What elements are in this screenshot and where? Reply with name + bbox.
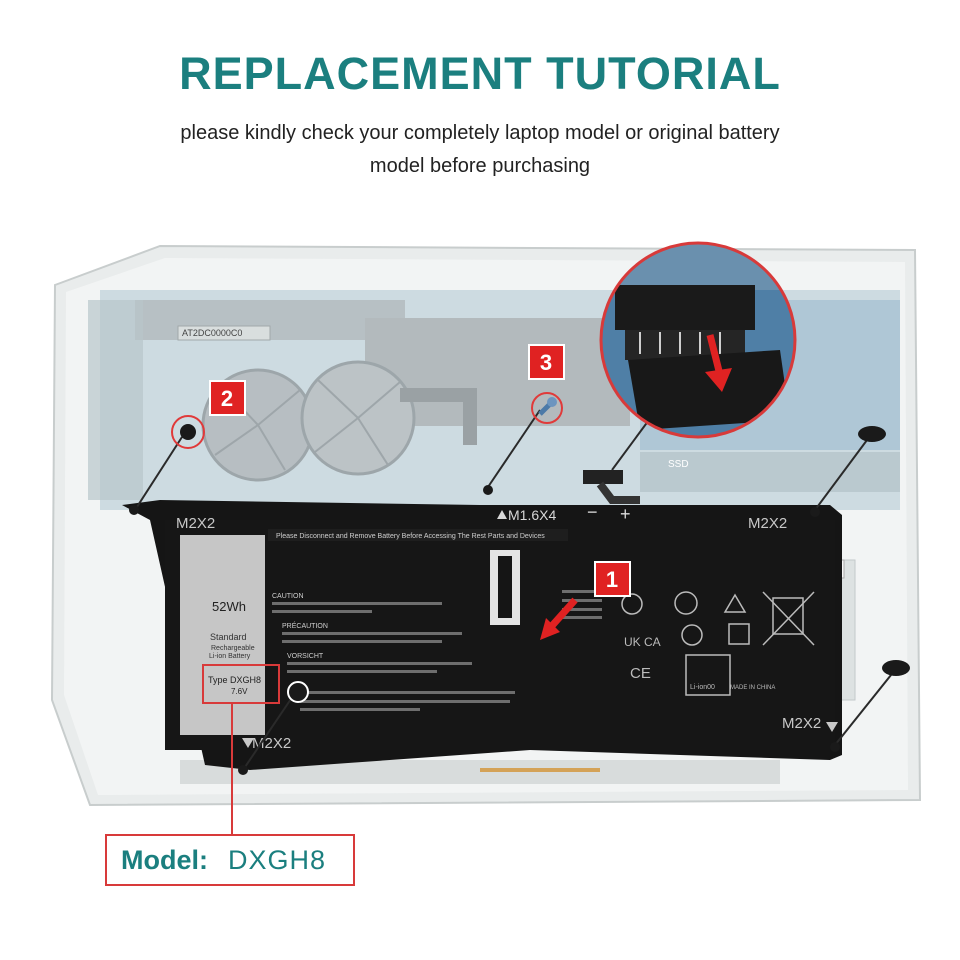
- step-number-3: 3: [540, 350, 552, 375]
- step-number-1: 1: [606, 567, 618, 592]
- ukca-mark: UK CA: [624, 635, 661, 649]
- battery-capacity: 52Wh: [212, 599, 246, 614]
- screw-icon: [180, 424, 196, 440]
- down-arrow-icon: [826, 722, 838, 732]
- ssd-label: SSD: [668, 459, 689, 470]
- arrow-icon: [540, 618, 560, 640]
- battery-type-line2: Rechargeable: [211, 645, 255, 652]
- step-number-2: 2: [221, 386, 233, 411]
- screw-icons: [129, 392, 910, 775]
- battery-connector: [583, 470, 640, 504]
- polarity-plus: +: [620, 504, 631, 524]
- precaution-title: PRÉCAUTION: [282, 621, 328, 630]
- screw-icon: [858, 426, 886, 442]
- board-sticker: AT2DC0000C0: [182, 328, 242, 338]
- screw-icon: [547, 397, 557, 407]
- subtitle-line-1: please kindly check your completely lapt…: [180, 122, 780, 144]
- step-badge-1: [594, 561, 631, 597]
- step-badge-2: [209, 380, 246, 416]
- screw-icon: [287, 681, 309, 703]
- screw-label-top-right: M2X2: [748, 515, 787, 532]
- down-arrow-icon: [242, 738, 254, 748]
- battery-voltage: 7.6V: [231, 687, 248, 696]
- battery-model-type: Type DXGH8: [208, 675, 261, 685]
- screw-label-top-left: M2X2: [176, 515, 215, 532]
- battery-type-line1: Standard: [210, 632, 247, 642]
- model-value: DXGH8: [228, 844, 327, 875]
- polarity-minus: −: [587, 502, 598, 522]
- vorsicht-title: VORSICHT: [287, 653, 324, 660]
- pull-direction-arrow: [547, 597, 578, 631]
- step-badge-3: [528, 344, 565, 380]
- connector-zoom-callout: [599, 241, 797, 471]
- up-arrow-icon: [497, 510, 507, 519]
- liion-mark: Li-ion00: [690, 684, 715, 691]
- screw-label-bottom-right: M2X2: [782, 715, 821, 732]
- screw-label-bottom-left: M2X2: [252, 735, 291, 752]
- battery-type-line3: Li-ion Battery: [209, 653, 251, 660]
- model-callout: Model: DXGH8: [105, 834, 355, 886]
- page-title: REPLACEMENT TUTORIAL: [179, 48, 781, 99]
- model-highlight-box: [202, 664, 280, 704]
- down-arrow-icon: [705, 368, 732, 392]
- made-in-label: MADE IN CHINA: [730, 685, 775, 691]
- screw-label-top-center: M1.6X4: [508, 507, 556, 523]
- caution-title: CAUTION: [272, 593, 304, 600]
- screw-icon: [882, 660, 910, 676]
- model-label: Model:: [121, 844, 208, 875]
- battery-warning-header: Please Disconnect and Remove Battery Bef…: [276, 533, 545, 540]
- subtitle-line-2: model before purchasing: [369, 155, 591, 177]
- battery: [122, 500, 842, 770]
- ce-mark: CE: [630, 665, 651, 682]
